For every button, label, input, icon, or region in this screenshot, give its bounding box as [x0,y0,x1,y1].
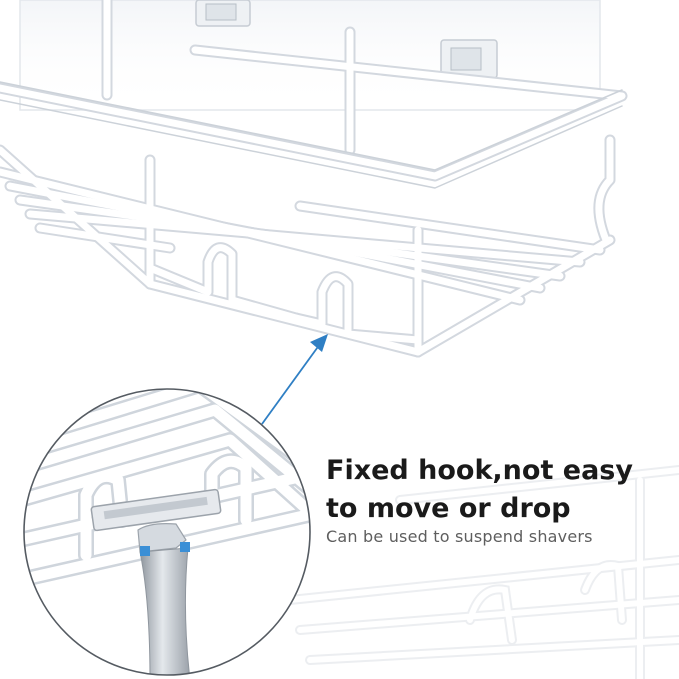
caddy-ghost [285,465,679,679]
headline-line-1: Fixed hook,not easy [326,455,633,486]
shower-caddy [0,0,628,358]
zoom-circle [23,388,311,676]
mount-clip-right [440,39,498,79]
subtext: Can be used to suspend shavers [326,527,593,546]
razor-icon [90,488,222,675]
arrow-up-right-icon [261,334,328,425]
headline-line-2: to move or drop [326,493,571,524]
headline: Fixed hook,not easy to move or drop [326,452,666,528]
wall-panel [19,0,601,111]
mount-clip-left [195,0,251,27]
